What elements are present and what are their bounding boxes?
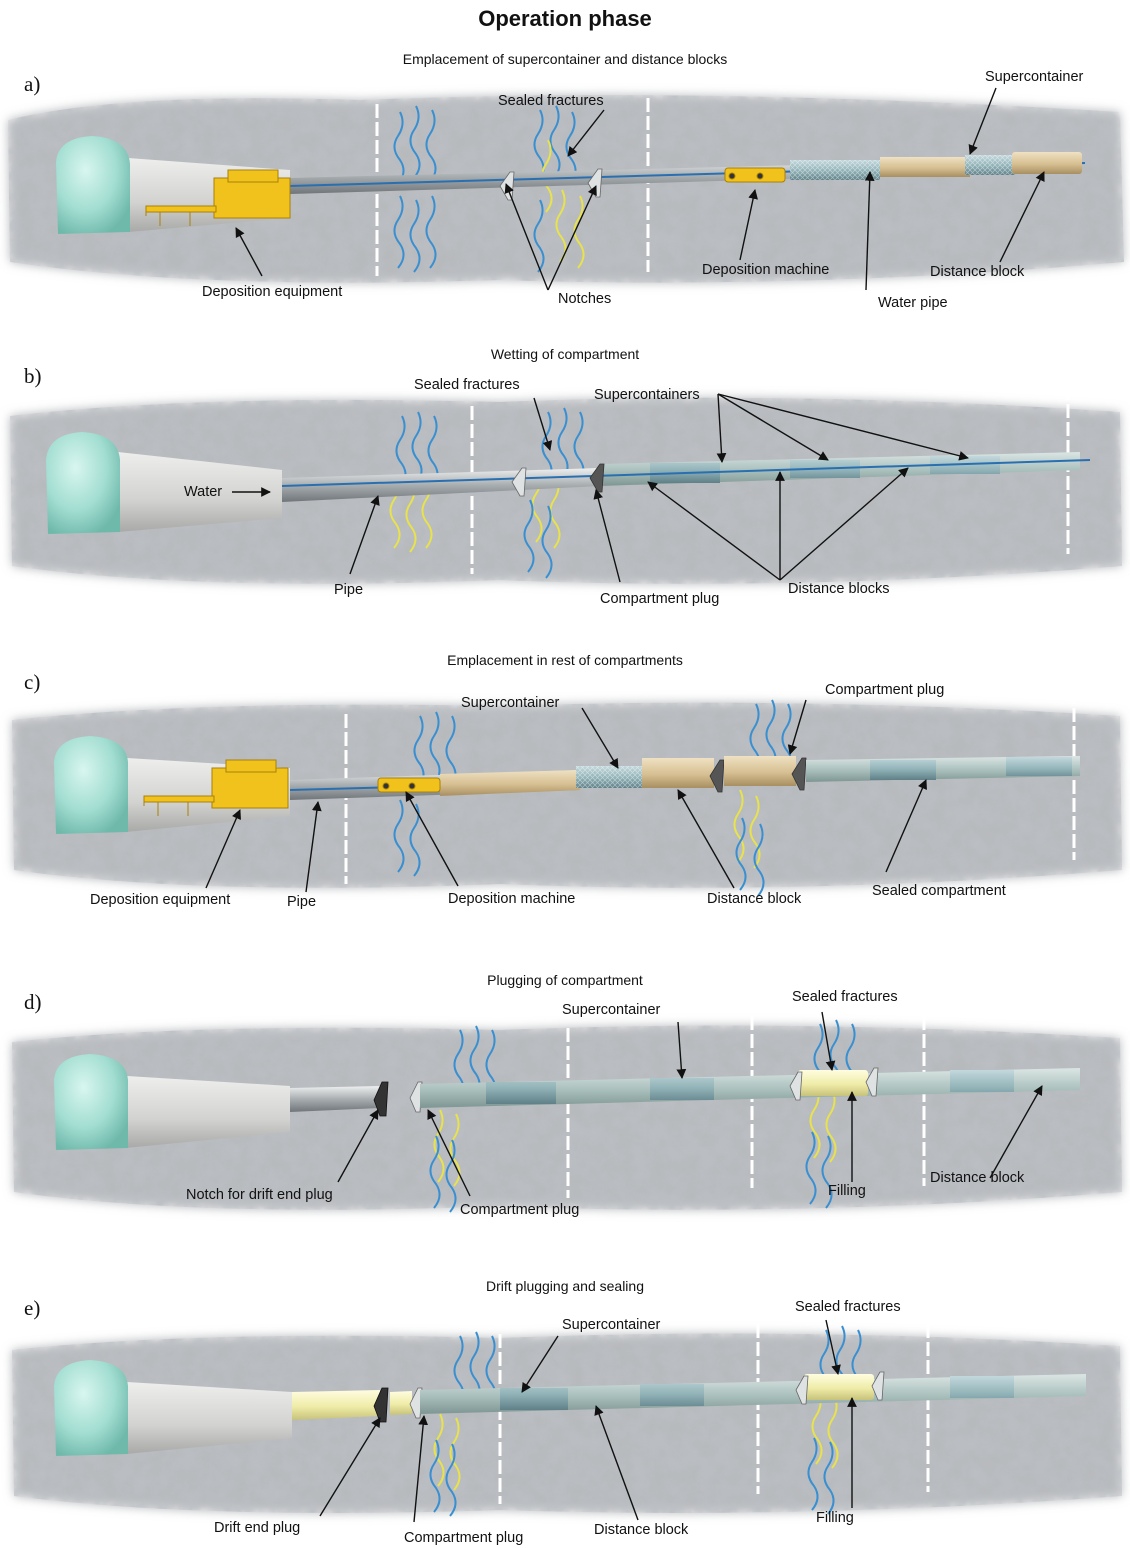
label-deposition-machine: Deposition machine bbox=[448, 891, 575, 907]
label-notches: Notches bbox=[558, 291, 611, 307]
deposition-machine bbox=[725, 168, 785, 182]
label-sealed-fractures: Sealed fractures bbox=[414, 377, 520, 393]
filling bbox=[798, 1070, 868, 1096]
panel-d: Plugging of compartment d) bbox=[0, 960, 1130, 1250]
label-compartment-plug: Compartment plug bbox=[825, 682, 944, 698]
label-distance-block: Distance block bbox=[930, 1170, 1024, 1186]
label-supercontainer: Supercontainer bbox=[985, 69, 1083, 85]
label-water-pipe: Water pipe bbox=[878, 295, 948, 311]
label-supercontainer: Supercontainer bbox=[461, 695, 559, 711]
label-sealed-compartment: Sealed compartment bbox=[872, 883, 1006, 899]
label-distance-blocks: Distance blocks bbox=[788, 581, 890, 597]
label-pipe: Pipe bbox=[287, 894, 316, 910]
label-deposition-equipment: Deposition equipment bbox=[202, 284, 342, 300]
tunnel-face bbox=[56, 136, 130, 234]
filling bbox=[804, 1374, 874, 1400]
label-sealed-fractures: Sealed fractures bbox=[795, 1299, 901, 1315]
label-distance-block: Distance block bbox=[707, 891, 801, 907]
label-pipe: Pipe bbox=[334, 582, 363, 598]
distance-block bbox=[1012, 152, 1082, 174]
panel-b: Wetting of compartment b) bbox=[0, 330, 1130, 620]
label-distance-block: Distance block bbox=[594, 1522, 688, 1538]
label-filling: Filling bbox=[828, 1183, 866, 1199]
label-supercontainer: Supercontainer bbox=[562, 1002, 660, 1018]
label-sealed-fractures: Sealed fractures bbox=[792, 989, 898, 1005]
panel-a: Emplacement of supercontainer and distan… bbox=[0, 0, 1130, 320]
label-notch-for-drift-end-plug: Notch for drift end plug bbox=[186, 1187, 333, 1203]
label-sealed-fractures: Sealed fractures bbox=[498, 93, 604, 109]
label-deposition-equipment: Deposition equipment bbox=[90, 892, 230, 908]
drift-illustration bbox=[0, 330, 1130, 620]
label-drift-end-plug: Drift end plug bbox=[214, 1520, 300, 1536]
label-distance-block: Distance block bbox=[930, 264, 1024, 280]
panel-c: Emplacement in rest of compartments c) bbox=[0, 640, 1130, 930]
label-filling: Filling bbox=[816, 1510, 854, 1526]
label-compartment-plug: Compartment plug bbox=[600, 591, 719, 607]
label-supercontainers: Supercontainers bbox=[594, 387, 700, 403]
panel-e: Drift plugging and sealing e) bbox=[0, 1270, 1130, 1548]
label-water: Water bbox=[184, 484, 222, 500]
label-compartment-plug: Compartment plug bbox=[460, 1202, 579, 1218]
deposition-machine bbox=[378, 778, 440, 792]
drift-illustration bbox=[0, 1270, 1130, 1548]
label-supercontainer: Supercontainer bbox=[562, 1317, 660, 1333]
label-deposition-machine: Deposition machine bbox=[702, 262, 829, 278]
label-compartment-plug: Compartment plug bbox=[404, 1530, 523, 1546]
drift-end-plug-fill bbox=[292, 1390, 380, 1420]
